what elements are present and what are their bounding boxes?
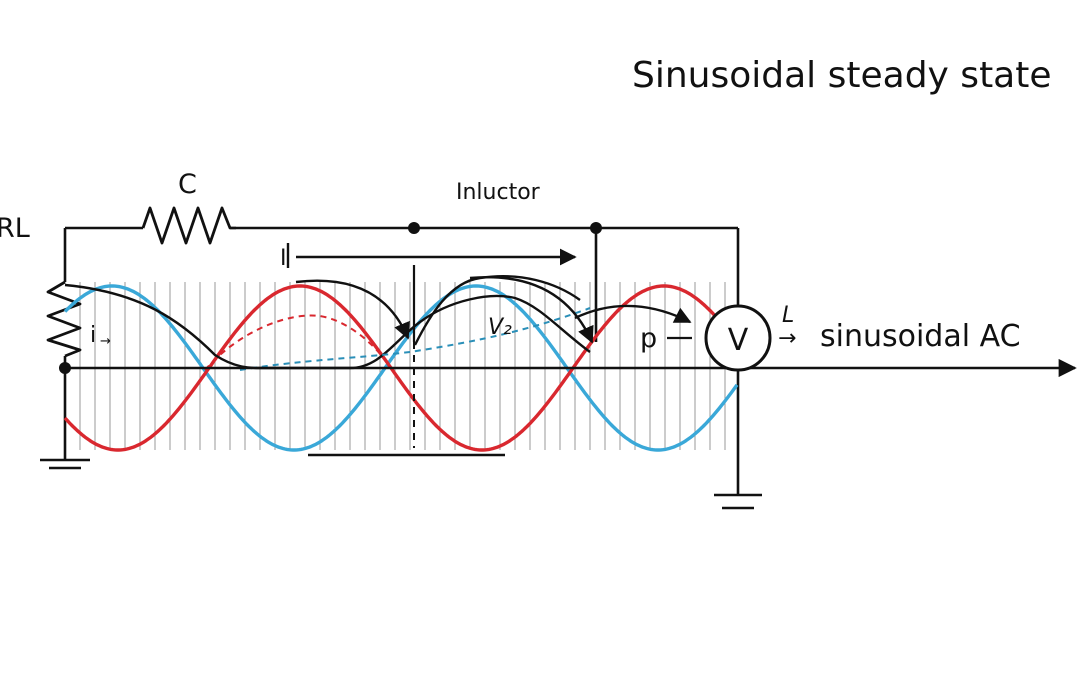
resistor-current-label: i xyxy=(90,323,96,348)
current-wave xyxy=(63,284,739,452)
half-label: V₂ xyxy=(488,315,512,340)
page-title: Sinusoidal steady state xyxy=(632,55,1052,96)
rl-label: RL xyxy=(0,213,30,244)
inductor-label: Inluctor xyxy=(456,180,541,205)
dashed-voltage xyxy=(239,307,591,371)
l-label: L xyxy=(782,303,794,328)
ground-icon xyxy=(714,493,762,510)
p-label: p xyxy=(640,323,657,354)
waveform-grid xyxy=(79,282,726,450)
ground-icon xyxy=(40,458,90,470)
sinusoidal-ac-label: sinusoidal AC xyxy=(820,319,1021,354)
resistor-zigzag-icon xyxy=(141,206,236,245)
voltmeter-icon xyxy=(704,304,772,372)
circuit-wires xyxy=(63,226,740,495)
resistor-current-sub: → xyxy=(100,334,111,349)
voltmeter-label: V xyxy=(728,323,749,358)
resistor-zigzag-icon xyxy=(46,280,82,358)
c-label: C xyxy=(178,169,197,200)
current-marker-label: I xyxy=(280,246,287,271)
voltage-wave xyxy=(63,284,739,452)
power-curve xyxy=(64,283,591,370)
waveforms xyxy=(63,275,739,452)
junction-dot xyxy=(590,222,602,234)
annotation-arrows xyxy=(295,276,692,344)
junction-dot xyxy=(408,222,420,234)
l-arrow: → xyxy=(778,326,796,351)
